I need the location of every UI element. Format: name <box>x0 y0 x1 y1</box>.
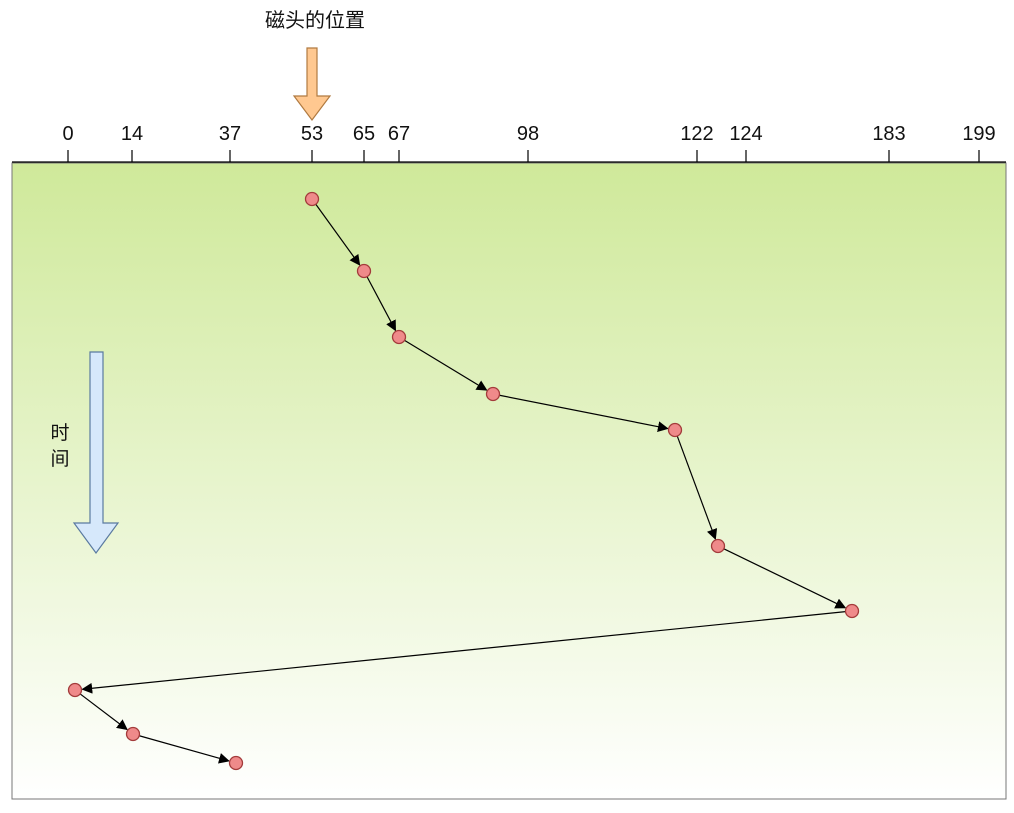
request-point-53 <box>304 191 320 207</box>
axis-tick-label-67: 67 <box>388 123 410 145</box>
seek-arrow-65-to-67 <box>366 276 397 332</box>
seek-arrow-0-to-14 <box>79 693 128 731</box>
seek-arrow-122-to-124 <box>676 435 718 540</box>
request-point-14 <box>125 726 141 742</box>
request-point-65 <box>356 263 372 279</box>
axis-tick-label-183: 183 <box>872 123 905 145</box>
request-point-67 <box>391 329 407 345</box>
axis-tick-label-199: 199 <box>962 123 995 145</box>
chart-panel <box>11 162 1007 800</box>
seek-arrow-53-to-65 <box>315 203 361 266</box>
seek-arrow-98-to-122 <box>499 394 669 432</box>
request-point-124 <box>710 538 726 554</box>
axis-tick-label-124: 124 <box>729 123 762 145</box>
request-point-37 <box>228 755 244 771</box>
axis-ticks <box>67 150 980 162</box>
axis-tick-label-98: 98 <box>517 123 539 145</box>
request-point-0 <box>67 682 83 698</box>
axis-tick-label-0: 0 <box>62 123 73 145</box>
axis-tick-label-37: 37 <box>219 123 241 145</box>
time-axis-label: 时 间 <box>44 420 76 472</box>
axis-tick-labels: 0 14 37 53 65 67 98 122 124 183 199 <box>62 123 995 145</box>
time-direction-arrow <box>72 351 120 555</box>
axis-tick-label-14: 14 <box>121 123 143 145</box>
diagram-title: 磁头的位置 <box>265 8 365 32</box>
seek-arrow-14-to-37 <box>139 735 230 764</box>
request-point-122 <box>667 422 683 438</box>
axis-tick-label-122: 122 <box>680 123 713 145</box>
request-point-183 <box>844 603 860 619</box>
seek-arrow-183-to-0 <box>81 611 846 694</box>
request-point-98 <box>485 386 501 402</box>
time-label-char-2: 间 <box>50 448 70 470</box>
seek-arrow-124-to-183 <box>723 548 847 609</box>
head-position-arrow <box>292 47 332 121</box>
time-label-char-1: 时 <box>50 422 70 444</box>
axis-tick-label-53: 53 <box>301 123 323 145</box>
axis-tick-label-65: 65 <box>353 123 375 145</box>
seek-path <box>79 203 847 764</box>
request-points <box>67 191 860 771</box>
seek-arrow-67-to-98 <box>404 339 488 391</box>
